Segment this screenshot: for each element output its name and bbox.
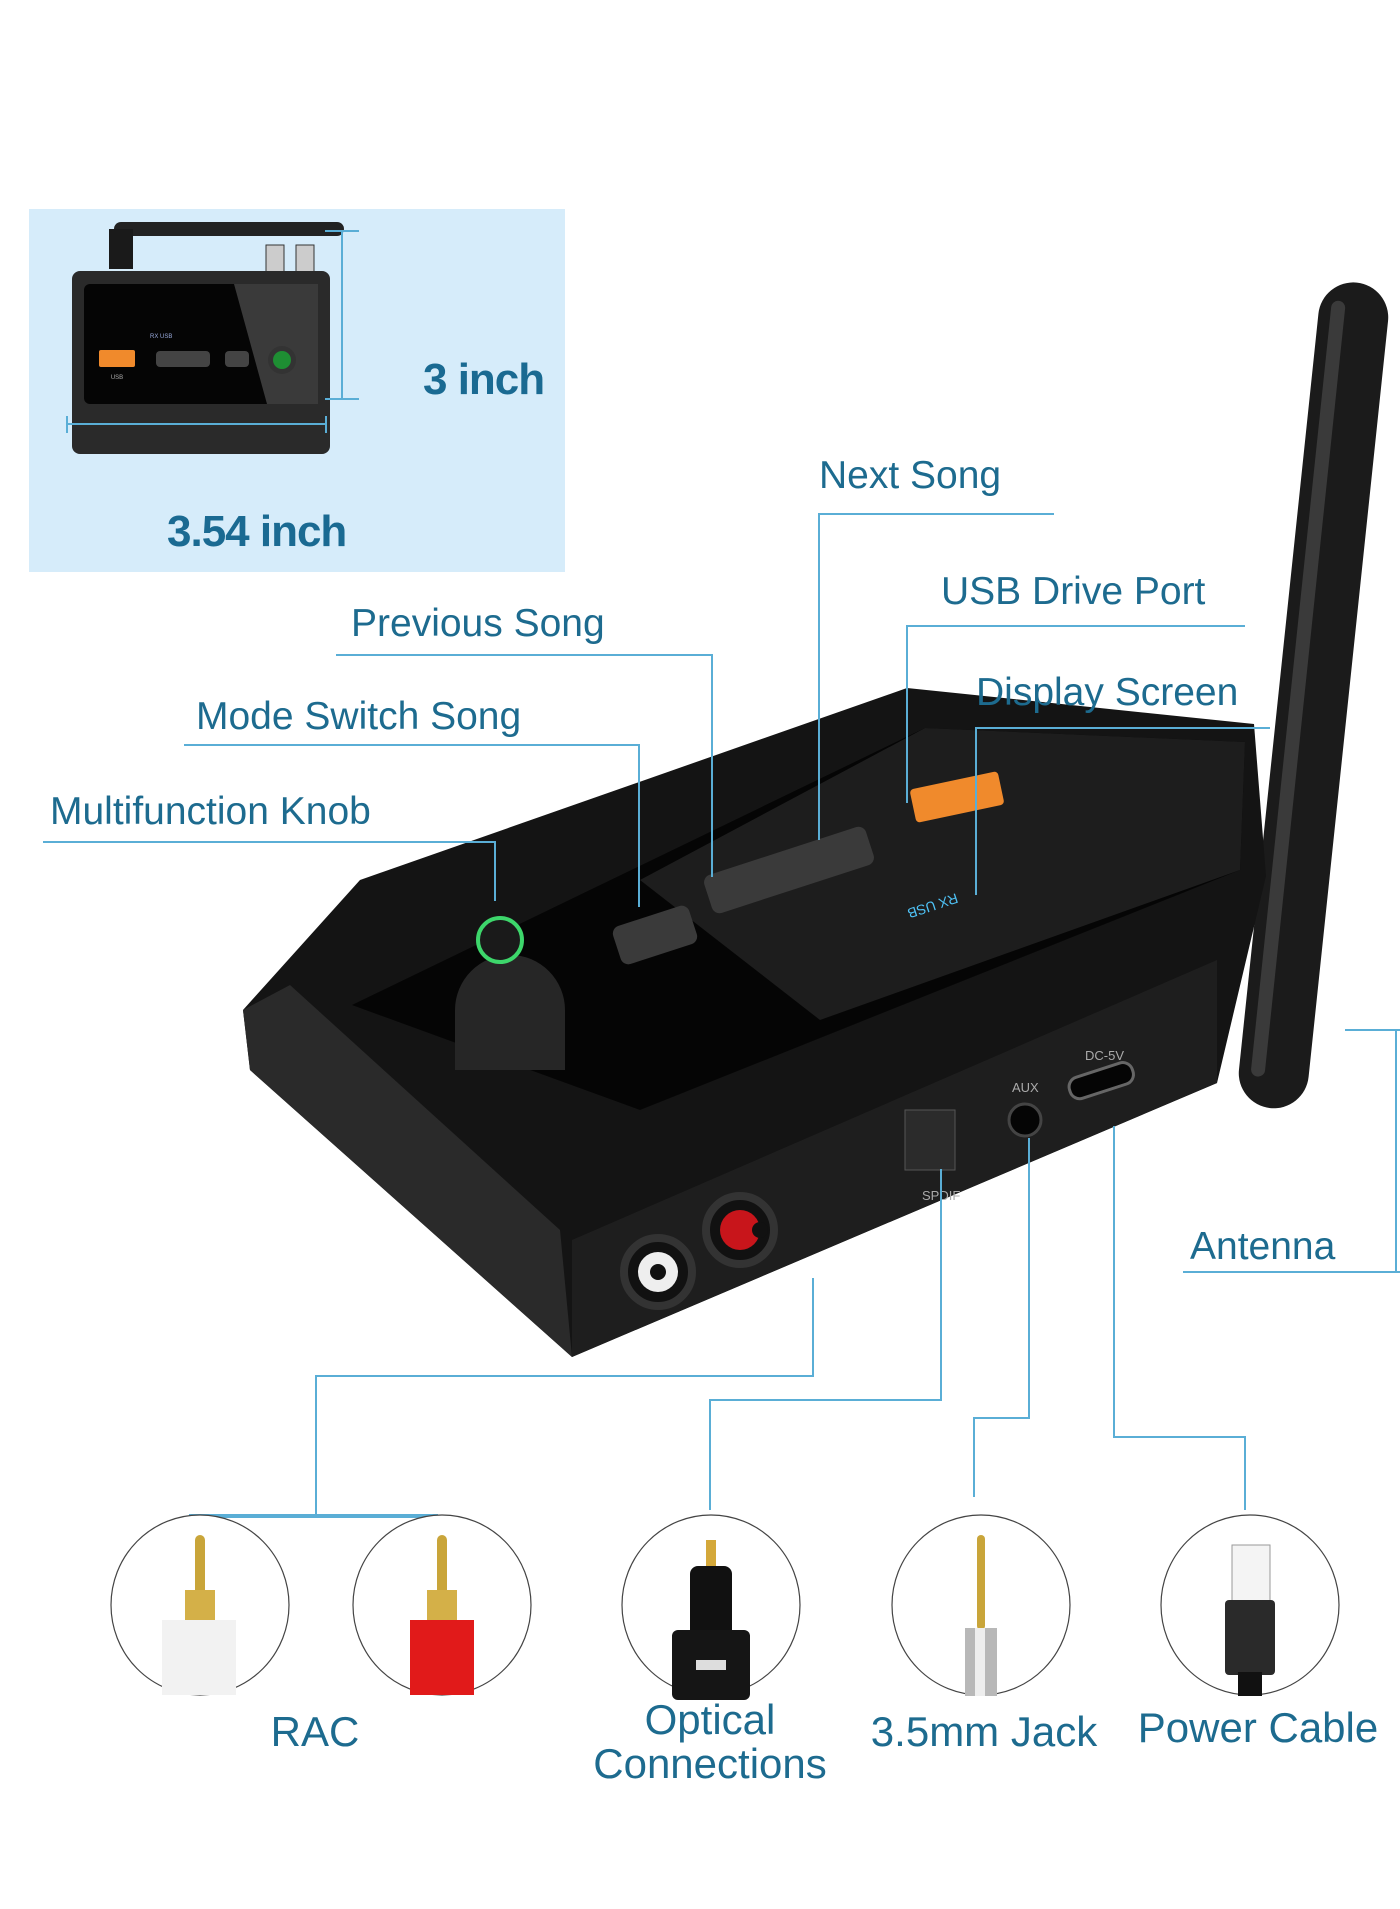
- mini-prev-next-button: [156, 351, 210, 367]
- caption-rac: RAC: [270, 1708, 360, 1755]
- dc-label: DC-5V: [1085, 1048, 1124, 1063]
- connector-rca-white: [110, 1514, 290, 1696]
- leader-lines: [43, 513, 1400, 1518]
- mini-display-text: RX USB: [150, 334, 172, 340]
- mini-usb-port: [99, 350, 135, 367]
- caption-optical: Optical Connections: [593, 1696, 827, 1788]
- caption-optical-line2: Connections: [593, 1740, 827, 1788]
- label-usb-drive-port: USB Drive Port: [941, 570, 1206, 613]
- caption-3-5mm-jack: 3.5mm Jack: [870, 1708, 1098, 1755]
- mode-button: [612, 905, 698, 965]
- connector-optical: [621, 1514, 801, 1700]
- usb-drive-port: [910, 771, 1004, 823]
- prev-next-button: [704, 826, 874, 914]
- label-previous-song: Previous Song: [351, 602, 605, 645]
- aux-label: AUX: [1012, 1080, 1039, 1095]
- aux-port: [1007, 1102, 1043, 1138]
- label-antenna: Antenna: [1190, 1225, 1336, 1268]
- height-dimension: 3 inch: [423, 355, 545, 404]
- rca-red-port: [720, 1210, 760, 1250]
- knob-ring: [476, 916, 524, 964]
- label-mode-switch-song: Mode Switch Song: [196, 695, 522, 738]
- label-next-song: Next Song: [819, 454, 1002, 497]
- width-dimension: 3.54 inch: [167, 507, 347, 556]
- antenna: [1238, 282, 1389, 1109]
- label-multifunction-knob: Multifunction Knob: [50, 790, 371, 833]
- mini-knob: [273, 351, 291, 369]
- dc-port: [1067, 1061, 1135, 1101]
- caption-power-cable: Power Cable: [1137, 1704, 1379, 1751]
- mini-antenna: [114, 222, 344, 236]
- connector-usb-c: [1160, 1514, 1340, 1696]
- mini-usb-label: USB: [111, 375, 123, 381]
- connector-3-5mm-jack: [891, 1514, 1071, 1696]
- label-display-screen: Display Screen: [976, 671, 1239, 714]
- device-side-panel: [243, 985, 572, 1357]
- dimension-panel: USB RX USB 3 inch 3.54 inch: [29, 209, 565, 572]
- mini-device-illustration: USB RX USB: [66, 222, 359, 454]
- connector-rca-red: [352, 1514, 532, 1696]
- mini-mode-button: [225, 351, 249, 367]
- caption-optical-line1: Optical: [644, 1696, 776, 1743]
- spdif-port: [904, 1109, 956, 1171]
